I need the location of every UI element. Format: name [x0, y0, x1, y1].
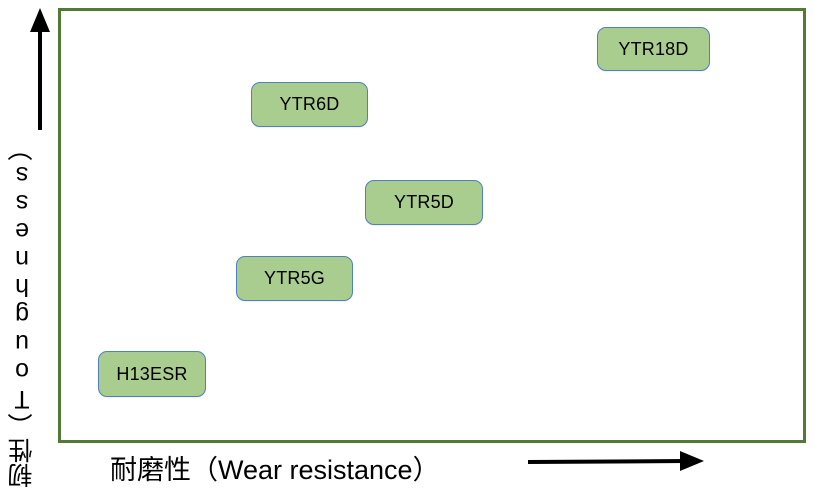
- grade-box-h13esr[interactable]: H13ESR: [98, 351, 206, 397]
- x-axis-title: 耐磨性（Wear resistance）: [110, 446, 440, 488]
- grade-box-label: YTR6D: [279, 94, 340, 114]
- grade-box-ytr6d[interactable]: YTR6D: [251, 82, 368, 127]
- grade-box-label: YTR18D: [618, 38, 689, 59]
- grade-box-label: H13ESR: [116, 363, 188, 384]
- y-axis-title: 韧性（Toughness）: [0, 136, 44, 488]
- grade-box-label: YTR5D: [393, 192, 454, 212]
- up-arrow-icon: [22, 6, 58, 130]
- right-arrow-icon: [524, 446, 708, 478]
- x-axis-title-text: 耐磨性（Wear resistance）: [110, 454, 440, 485]
- grade-box-ytr18d[interactable]: YTR18D: [597, 27, 710, 71]
- grade-box-ytr5d[interactable]: YTR5D: [365, 180, 483, 225]
- grade-box-label: YTR5G: [263, 268, 325, 288]
- y-axis-title-text: 韧性（Toughness）: [7, 136, 36, 488]
- grade-box-ytr5g[interactable]: YTR5G: [236, 256, 353, 301]
